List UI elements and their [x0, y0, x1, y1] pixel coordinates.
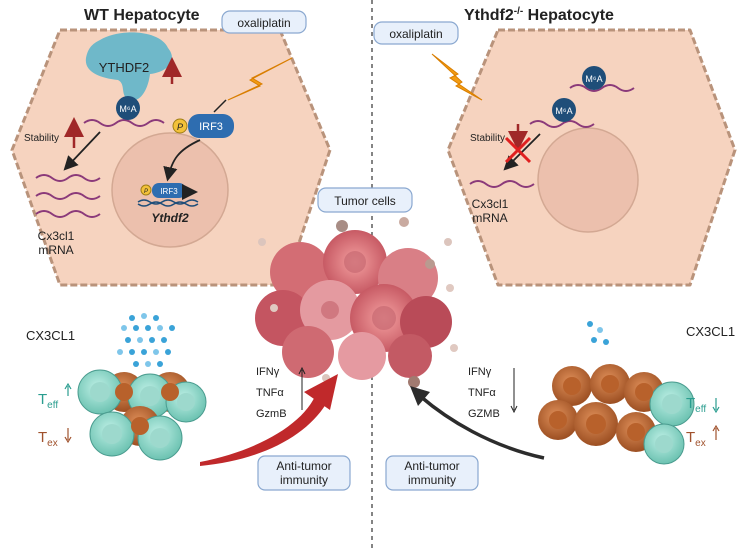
cx3cl1-chemokine-left: CX3CL1 [26, 328, 75, 343]
arrow-icon [410, 386, 430, 406]
particle [399, 217, 409, 227]
particle [270, 304, 278, 312]
ythdf2-label: YTHDF2 [99, 60, 150, 75]
up-arrow-icon [298, 366, 306, 375]
mrna-label-left: mRNA [38, 243, 73, 257]
dna-strand [137, 201, 199, 207]
phospho-icon [172, 118, 188, 134]
stability-label-left: Stability [24, 133, 59, 144]
tex-label-left: Tex [38, 429, 58, 449]
irf3-protein [188, 114, 234, 138]
particle [446, 284, 454, 292]
particle [444, 238, 452, 246]
arrow-icon [503, 133, 541, 171]
particle [336, 220, 348, 232]
irf3-label: IRF3 [199, 121, 223, 133]
phospho-label: P [177, 122, 183, 132]
cytokine-ifng-right: IFNγ [468, 366, 492, 378]
blocked-x-icon [504, 136, 532, 164]
m6a-mark [116, 96, 140, 120]
lightning-icon [227, 57, 293, 101]
m6a-mark [582, 66, 606, 90]
mrna-label-right: mRNA [472, 211, 507, 225]
ythdf2-protein [85, 32, 172, 101]
mrna-strand [35, 174, 101, 182]
cytokine-tnfa-right: TNFα [468, 387, 496, 399]
teff-label-right: Teff [686, 395, 706, 415]
mrna-strand [569, 84, 635, 92]
oxaliplatin-label-left: oxaliplatin [237, 16, 290, 30]
mrna-strand [35, 192, 101, 200]
mrna-strand [529, 120, 595, 128]
oxaliplatin-box-left [221, 10, 307, 34]
cytokine-gzmb-right: GZMB [468, 408, 500, 420]
arrow-icon [63, 131, 101, 171]
down-arrow-icon [712, 406, 720, 414]
up-arrow-icon [712, 424, 720, 432]
cx3cl1-label-left: Cx3cl1 [38, 229, 75, 243]
lightning-icon [431, 53, 483, 101]
irf3-protein [152, 183, 186, 198]
immunity-label-right-2: immunity [408, 473, 456, 487]
oxaliplatin-label-right: oxaliplatin [389, 27, 442, 41]
immunity-label-right-1: Anti-tumor [404, 459, 459, 473]
cx3cl1-chemokine-right: CX3CL1 [686, 324, 735, 339]
teff-label-left: Teff [38, 391, 58, 411]
anti-tumor-immunity-box-right [385, 455, 479, 491]
tumor-cells-box [317, 187, 413, 213]
m6a-label: M⁶A [555, 106, 572, 116]
particle [425, 259, 435, 269]
chemokine-dots [587, 321, 609, 345]
oxaliplatin-box-right [373, 21, 459, 45]
mrna-strand [83, 119, 165, 127]
mrna-strand [469, 180, 535, 188]
particle [450, 344, 458, 352]
t-cell-cluster-left [77, 369, 207, 461]
particle [408, 376, 420, 388]
irf3-label: IRF3 [160, 187, 178, 196]
ythdf2-gene-label: Ythdf2 [151, 211, 189, 225]
up-arrow-icon [64, 382, 72, 390]
dna-strand [137, 199, 199, 205]
cytokine-gzmb-left: GzmB [256, 408, 287, 420]
right-title: Ythdf2-/- Hepatocyte [464, 6, 614, 24]
phospho-label: P [144, 189, 148, 195]
m6a-mark [552, 98, 576, 122]
left-title: WT Hepatocyte [84, 7, 200, 24]
t-cell-cluster-right [538, 364, 695, 465]
particle [258, 238, 266, 246]
nucleus [537, 127, 639, 233]
cx3cl1-label-right: Cx3cl1 [472, 197, 509, 211]
down-arrow-icon [510, 405, 518, 414]
anti-tumor-immunity-box-left [257, 455, 351, 491]
mrna-strand [35, 210, 101, 218]
immunity-arrow-right [418, 394, 545, 460]
m6a-label: M⁶A [119, 104, 136, 114]
cytokine-ifng-left: IFNγ [256, 366, 280, 378]
phospho-icon [140, 184, 152, 196]
tumor-cluster [255, 230, 452, 380]
tumor-cells-label: Tumor cells [334, 194, 396, 208]
cytokine-tnfa-left: TNFα [256, 387, 284, 399]
down-arrow-icon [64, 436, 72, 444]
stability-label-right: Stability [470, 133, 505, 144]
tex-label-right: Tex [686, 429, 706, 449]
arrow-icon [304, 374, 338, 410]
arrow-icon [213, 99, 227, 113]
arrow-icon [163, 139, 201, 182]
immunity-arrow-left [200, 378, 332, 466]
chemokine-dots [117, 313, 175, 367]
m6a-label: M⁶A [585, 74, 602, 84]
immunity-label-left-2: immunity [280, 473, 328, 487]
immunity-label-left-1: Anti-tumor [276, 459, 331, 473]
ythdf2-ko-hepatocyte-cell [446, 28, 737, 287]
